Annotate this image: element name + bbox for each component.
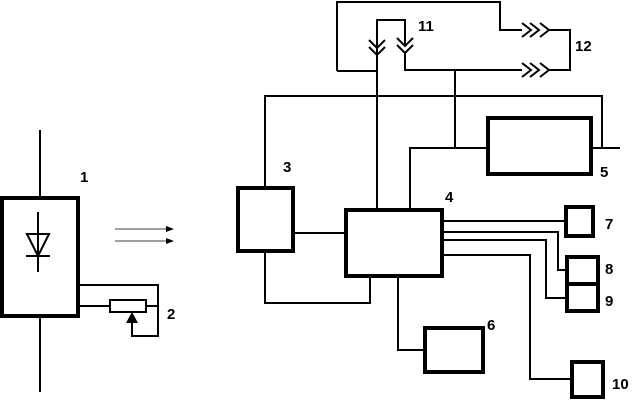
connector-11: [368, 37, 414, 57]
chevron-right-icon: [539, 22, 551, 38]
wire-4-10: [442, 254, 572, 380]
block-10: [570, 360, 605, 399]
chevron-down-icon: [396, 37, 414, 48]
block-6: [423, 326, 485, 374]
label-5: 5: [600, 164, 608, 181]
wiper-arrow-icon: [126, 312, 138, 323]
chevron-right-icon: [529, 62, 541, 78]
connector-12: [521, 22, 551, 78]
wire-4-6: [397, 276, 425, 351]
resistor-unit: [78, 284, 159, 337]
wire-11-left: [376, 19, 406, 210]
diode-icon: [25, 233, 51, 259]
wire-top-bus: [264, 95, 603, 188]
block-3: [236, 186, 295, 253]
wire-3-4-bottom: [264, 251, 371, 304]
chevron-right-icon: [521, 22, 533, 38]
arrow-right-icon: [166, 226, 174, 232]
wire-4-9: [442, 239, 567, 299]
label-9: 9: [605, 293, 613, 310]
chevron-down-icon: [368, 39, 386, 50]
wire-4-to-5: [409, 147, 488, 210]
label-6: 6: [487, 317, 495, 334]
block-8: [565, 255, 600, 286]
block-9: [565, 282, 600, 313]
label-8: 8: [605, 261, 613, 278]
label-10: 10: [612, 376, 629, 393]
wire-11-right: [404, 53, 522, 71]
arrow-right-icon: [166, 238, 174, 244]
block-7: [564, 205, 595, 238]
label-12: 12: [575, 38, 592, 55]
resistor-icon: [109, 299, 147, 313]
label-1: 1: [80, 169, 88, 186]
beam-arrows: [115, 226, 174, 244]
wires: [264, 1, 620, 380]
wire-12-bracket: [548, 29, 571, 71]
chevron-right-icon: [539, 62, 551, 78]
label-4: 4: [445, 189, 454, 206]
block-4: [344, 208, 444, 278]
diode-unit: [0, 130, 80, 392]
block-5: [486, 116, 593, 176]
label-11: 11: [418, 18, 434, 35]
chevron-down-icon: [396, 44, 414, 55]
label-7: 7: [605, 216, 613, 233]
label-3: 3: [283, 159, 291, 176]
chevron-down-icon: [368, 46, 386, 57]
wire-top-frame: [336, 1, 522, 71]
resistor-loop-wire: [78, 284, 159, 337]
chevron-right-icon: [521, 62, 533, 78]
wire-4-8: [442, 231, 567, 271]
chevron-right-icon: [529, 22, 541, 38]
label-2: 2: [167, 306, 175, 323]
